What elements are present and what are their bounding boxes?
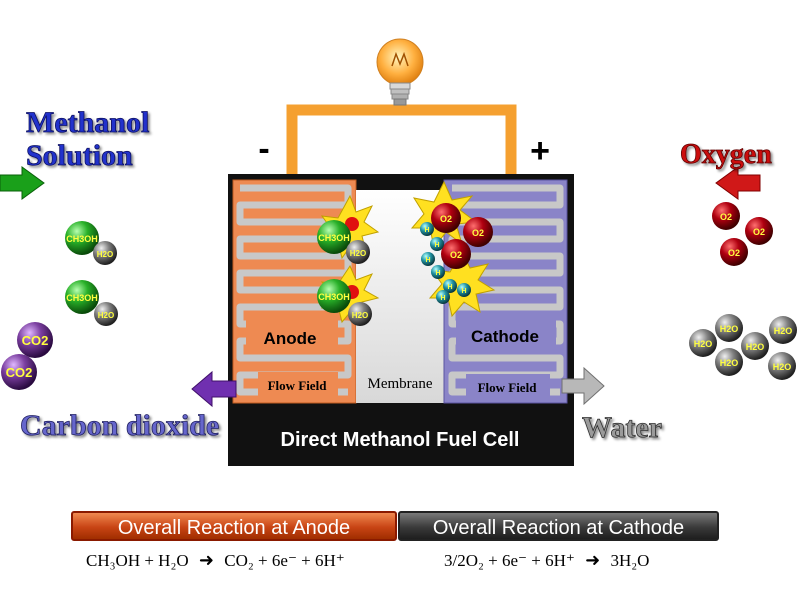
hydrogen-ion: H [421,252,435,266]
membrane-label: Membrane [368,376,433,392]
o2-molecule: O2 [463,217,493,247]
water-label: Water [582,411,662,444]
svg-text:H2O: H2O [720,324,739,334]
water-molecule: H2O [769,316,797,344]
svg-text:H: H [440,295,445,302]
cathode-label-backing [456,320,556,352]
anode-flow-field-label: Flow Field [268,378,328,393]
hydrogen-ion: H [420,222,434,236]
svg-text:CH3OH: CH3OH [66,293,98,303]
anode-reactants: CH₃OH + H₂O [86,551,189,570]
svg-text:H: H [435,270,440,277]
svg-text:H: H [424,227,429,234]
water-molecule: H2O [689,329,717,357]
cell-title: Direct Methanol Fuel Cell [281,429,520,451]
anode-label-backing [246,320,338,352]
svg-text:H2O: H2O [773,362,792,372]
svg-text:H: H [425,257,430,264]
svg-text:O2: O2 [440,214,452,224]
light-bulb-icon [376,38,424,106]
svg-text:CO2: CO2 [6,365,33,380]
hydrogen-ion: H [436,290,450,304]
hydrogen-ion: H [431,265,445,279]
anode-products: CO₂ + 6e⁻ + 6H⁺ [224,551,345,570]
svg-text:H2O: H2O [694,339,713,349]
water-molecule: H2O [715,348,743,376]
methanol-label-line2: Solution [26,139,133,172]
methanol-inlet-arrow-icon [0,166,45,200]
circuit-wire [286,104,517,180]
methanol-molecule: CH3OH [65,221,99,255]
methanol-molecule: CH3OH [65,280,99,314]
hydrogen-ion: H [443,279,457,293]
anode-flow-channel [236,184,352,396]
cathode-products: 3H₂O [610,551,650,570]
cathode-flow-backing [466,374,550,400]
water-molecule: H2O [94,302,118,326]
o2-molecule: O2 [441,239,471,269]
anode-reaction-title: Overall Reaction at Anode [71,511,397,541]
cathode-reactants: 3/2O₂ + 6e⁻ + 6H⁺ [444,551,575,570]
water-outlet-arrow-icon [561,366,605,406]
svg-text:H2O: H2O [720,358,739,368]
o2-molecule: O2 [720,238,748,266]
svg-text:O2: O2 [450,250,462,260]
anode-flow-backing [258,372,338,398]
co2-outlet-arrow-icon [191,370,237,408]
cathode-equation: 3/2O₂ + 6e⁻ + 6H⁺ ➜ 3H₂O [444,550,649,574]
svg-text:CO2: CO2 [22,333,49,348]
water-molecule: H2O [348,302,372,326]
anode-label: Anode [264,329,317,348]
svg-text:CH3OH: CH3OH [66,234,98,244]
svg-text:H2O: H2O [98,311,114,320]
co2-molecule: CO2 [17,322,53,358]
o2-molecule: O2 [431,203,461,233]
oxygen-label: Oxygen [680,139,772,170]
svg-text:CH3OH: CH3OH [318,233,350,243]
fuel-cell-body: Anode Cathode Flow Field Flow Field Memb… [228,174,574,466]
reaction-arrow-icon: ➜ [585,550,601,571]
svg-text:H2O: H2O [746,342,765,352]
svg-text:O2: O2 [720,212,732,222]
positive-terminal: + [530,132,550,170]
svg-text:H: H [461,288,466,295]
svg-text:CH3OH: CH3OH [318,292,350,302]
svg-text:H2O: H2O [97,250,113,259]
anode-equation: CH₃OH + H₂O ➜ CO₂ + 6e⁻ + 6H⁺ [86,550,345,574]
water-molecule: H2O [93,241,117,265]
hydrogen-ion: H [457,283,471,297]
cathode-label: Cathode [471,327,539,346]
reaction-arrow-icon: ➜ [198,550,215,571]
svg-text:H: H [447,284,452,291]
water-molecule: H2O [715,314,743,342]
methanol-label-line1: Methanol [26,106,149,139]
cathode-reaction-title: Overall Reaction at Cathode [398,511,719,541]
carbon-dioxide-label: Carbon dioxide [20,409,219,442]
o2-molecule: O2 [712,202,740,230]
svg-text:H2O: H2O [352,311,368,320]
svg-text:H2O: H2O [350,249,366,258]
methanol-molecule: CH3OH [317,220,351,254]
co2-molecule: CO2 [1,354,37,390]
svg-text:H: H [434,242,439,249]
svg-text:H2O: H2O [774,326,793,336]
methanol-molecule: CH3OH [317,279,351,313]
external-circuit [286,38,517,180]
o2-molecule: O2 [745,217,773,245]
water-molecule: H2O [346,240,370,264]
water-molecule: H2O [741,332,769,360]
hydrogen-ion: H [430,237,444,251]
svg-text:O2: O2 [472,228,484,238]
svg-text:O2: O2 [753,227,765,237]
svg-text:O2: O2 [728,248,740,258]
cathode-flow-field-label: Flow Field [478,380,538,395]
negative-terminal: - [258,130,269,168]
oxygen-inlet-arrow-icon [715,166,761,200]
water-molecule: H2O [768,352,796,380]
burst-core [345,217,359,231]
